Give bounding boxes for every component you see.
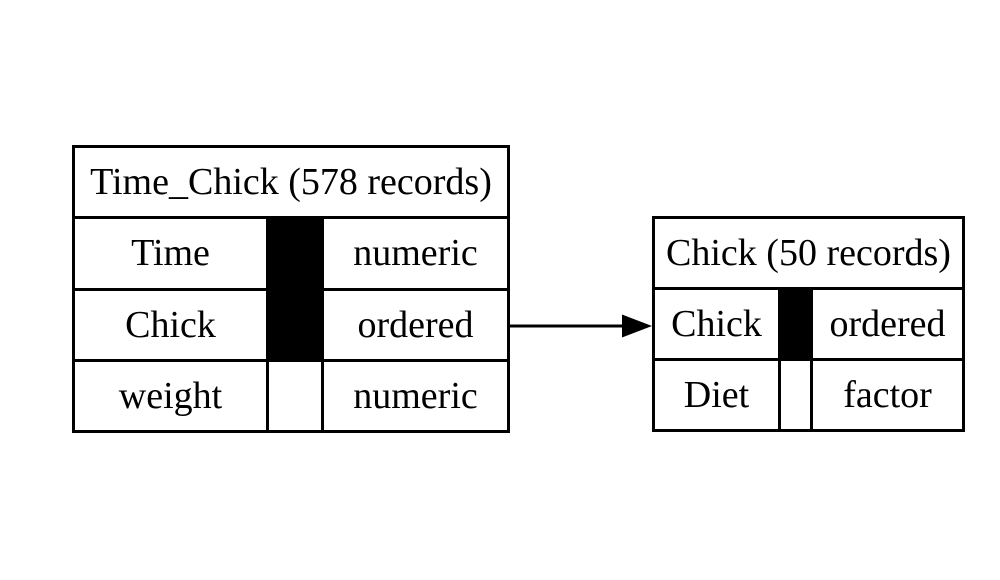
primary-key-marker — [269, 219, 324, 288]
column-name: Chick — [75, 290, 269, 359]
table-title: Chick (50 records) — [655, 219, 962, 290]
non-key-marker — [781, 361, 813, 429]
table-row: Chick ordered — [75, 287, 507, 359]
table-title: Time_Chick (578 records) — [75, 148, 507, 220]
non-key-marker — [269, 361, 324, 430]
primary-key-marker — [269, 290, 324, 359]
table-node-chick: Chick (50 records) Chick ordered Diet fa… — [652, 216, 965, 432]
column-type: factor — [843, 374, 932, 416]
column-type: ordered — [829, 303, 946, 345]
column-type: ordered — [357, 303, 474, 346]
table-node-time-chick: Time_Chick (578 records) Time numeric Ch… — [72, 145, 510, 433]
table-row: Chick ordered — [655, 290, 962, 358]
column-name: Diet — [655, 361, 781, 429]
column-name: Chick — [655, 290, 781, 358]
column-name: Time — [75, 219, 269, 288]
table-row: Diet factor — [655, 358, 962, 429]
table-row: weight numeric — [75, 358, 507, 430]
arrowhead-icon — [622, 314, 652, 338]
primary-key-marker — [781, 290, 813, 358]
table-row: Time numeric — [75, 219, 507, 288]
relationship-arrow — [509, 314, 652, 338]
column-name: weight — [75, 361, 269, 430]
column-type: numeric — [353, 374, 478, 417]
column-type: numeric — [353, 232, 478, 275]
